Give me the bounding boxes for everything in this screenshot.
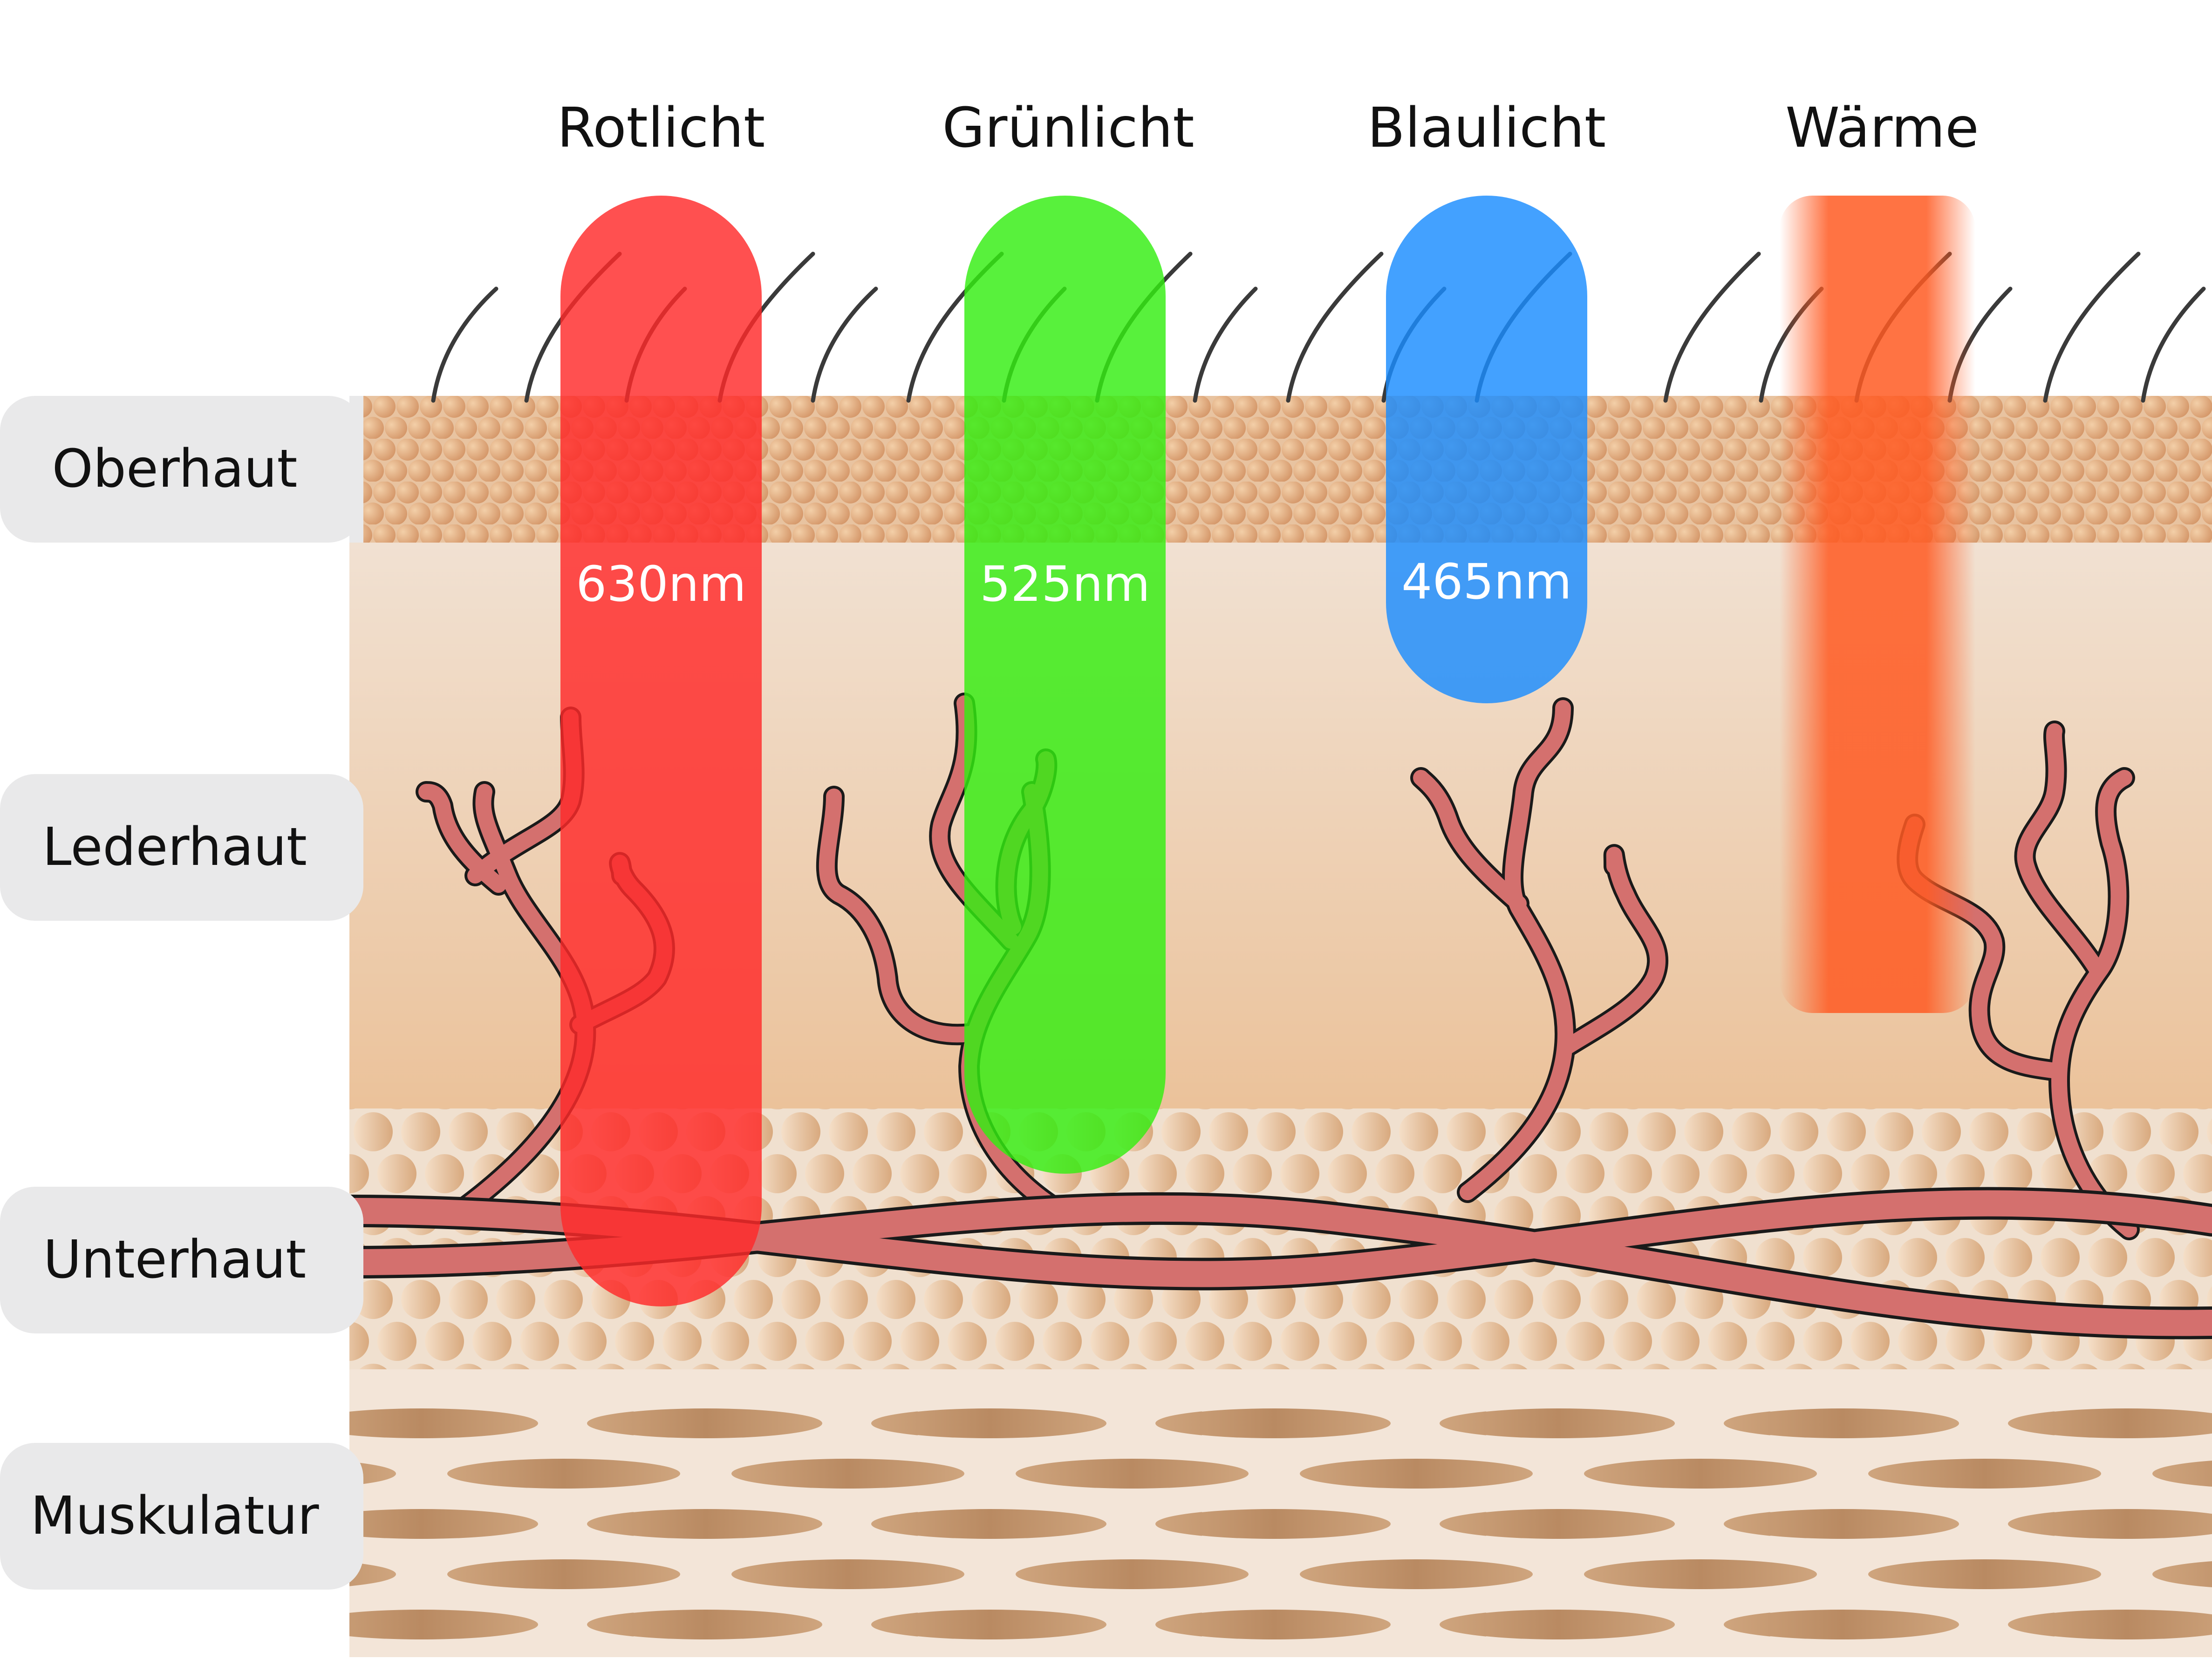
capillary xyxy=(819,789,977,1043)
wavelength-red: 630nm xyxy=(576,556,746,612)
wavelength-labels: 630nm 525nm 465nm xyxy=(576,553,1572,612)
red-light-beam xyxy=(560,196,762,1306)
light-title-blue: Blaulicht xyxy=(1367,95,1606,160)
layer-label-unterhaut: Unterhaut xyxy=(43,1230,306,1290)
capillary xyxy=(1557,847,1666,1056)
layer-label-bg xyxy=(0,774,363,921)
light-beams xyxy=(560,196,1975,1306)
layer-label-muskulatur: Muskulatur xyxy=(30,1486,319,1546)
capillary xyxy=(2017,723,2104,977)
light-title-red: Rotlicht xyxy=(557,95,765,160)
hair xyxy=(811,286,878,403)
wavelength-blue: 465nm xyxy=(1401,553,1572,610)
green-light-beam xyxy=(964,196,1166,1174)
layer-label-bg xyxy=(0,1443,363,1590)
hair xyxy=(1663,252,1761,403)
hair xyxy=(1286,252,1384,403)
light-titles: Rotlicht Grünlicht Blaulicht Wärme xyxy=(557,95,1979,160)
capillary xyxy=(2051,770,2137,1237)
hair xyxy=(1193,286,1258,403)
layer-label-oberhaut: Oberhaut xyxy=(52,439,298,499)
hair xyxy=(431,286,498,403)
heat-beam xyxy=(1780,196,1975,1013)
muscle-fibers xyxy=(349,1397,2212,1657)
layer-label-lederhaut: Lederhaut xyxy=(42,817,307,877)
light-title-heat: Wärme xyxy=(1785,95,1979,160)
layer-label-bg xyxy=(0,396,363,543)
light-title-green: Grünlicht xyxy=(942,95,1194,160)
blue-light-beam xyxy=(1386,196,1587,703)
hair xyxy=(2043,252,2141,403)
capillary xyxy=(1413,770,1527,911)
hair xyxy=(2141,286,2206,403)
layer-label-bg xyxy=(0,1187,363,1333)
wavelength-green: 525nm xyxy=(980,556,1150,612)
capillary xyxy=(1460,700,1573,1200)
layer-labels: Oberhaut Lederhaut Unterhaut Muskulatur xyxy=(0,396,363,1590)
